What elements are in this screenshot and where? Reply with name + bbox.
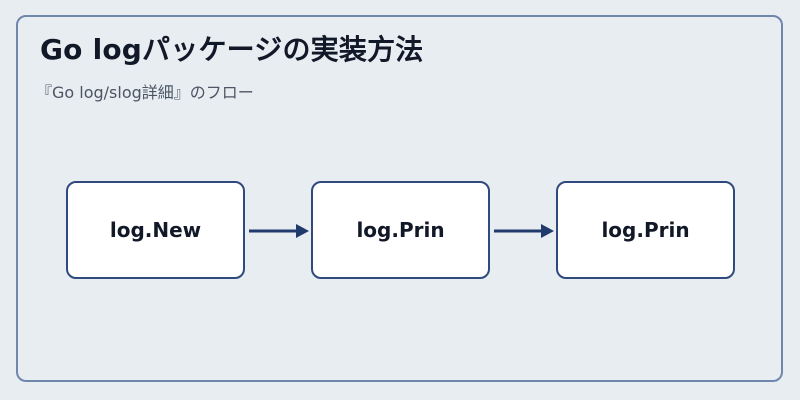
- flow-node-2-label: log.Prin: [356, 218, 445, 242]
- page-title: Go logパッケージの実装方法: [40, 33, 424, 66]
- flow-node-1-label: log.New: [109, 218, 202, 242]
- flow-node-2: log.Prin: [311, 181, 490, 279]
- page-subtitle: 『Go log/slog詳細』のフロー: [36, 83, 254, 102]
- flow-node-3: log.Prin: [556, 181, 735, 279]
- flow-node-3-label: log.Prin: [601, 218, 690, 242]
- flow-node-1: log.New: [66, 181, 245, 279]
